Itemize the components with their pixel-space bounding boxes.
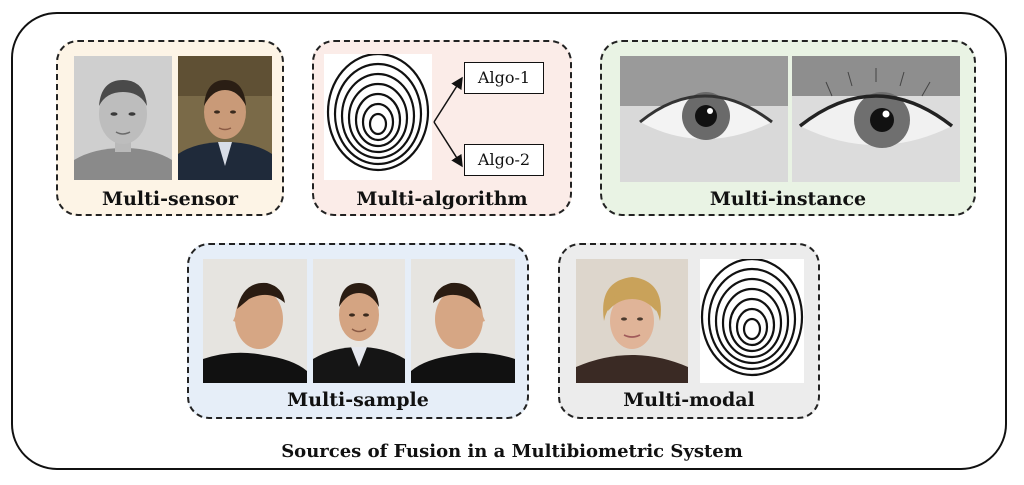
algo-1-box: Algo-1 [464,62,544,94]
fingerprint-image [324,54,432,180]
group-multi-sensor: Multi-sensor [56,40,284,216]
group-label-multi-instance: Multi-instance [709,188,867,210]
face-frontal [313,259,405,383]
group-multi-algorithm: Algo-1 Algo-2 Multi-algorithm [312,40,572,216]
eye-image-left [620,56,788,182]
face-profile-left [203,259,307,383]
fingerprint-image-modal [700,259,804,383]
group-multi-sample: Multi-sample [187,243,529,419]
outer-frame [11,12,1007,470]
face-photo-woman [576,259,688,383]
diagram-caption: Sources of Fusion in a Multibiometric Sy… [281,441,743,462]
face-photo-color [178,56,272,180]
algo-2-box: Algo-2 [464,144,544,176]
face-profile-right [411,259,515,383]
face-photo-gray [74,56,172,180]
group-label-multi-modal: Multi-modal [623,389,755,411]
group-label-multi-sensor: Multi-sensor [102,188,238,210]
group-multi-modal: Multi-modal [558,243,820,419]
group-label-multi-algorithm: Multi-algorithm [356,188,528,210]
group-label-multi-sample: Multi-sample [287,389,429,411]
group-multi-instance: Multi-instance [600,40,976,216]
branch-arrows [433,76,463,168]
eye-image-right [792,56,960,182]
